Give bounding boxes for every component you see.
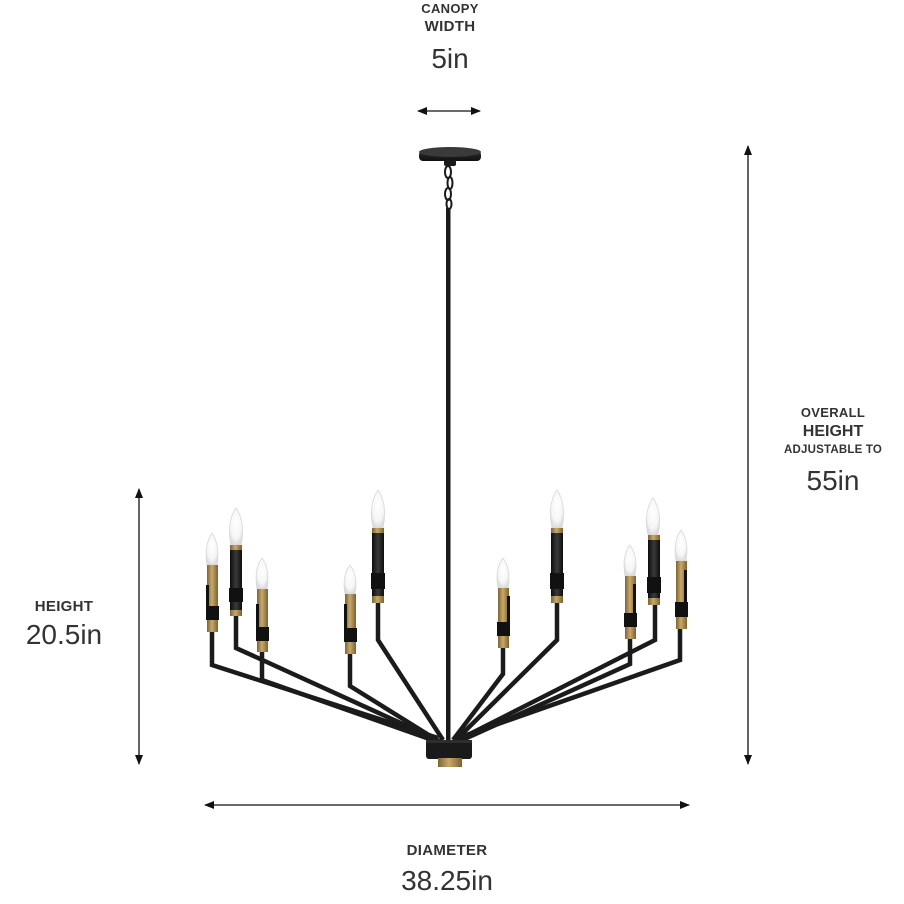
height-caption: HEIGHT <box>34 598 94 615</box>
canopy-width-label: CANOPY WIDTH 5in <box>390 0 510 76</box>
candle-l4 <box>343 564 357 654</box>
canopy-width-caption-2: WIDTH <box>424 18 476 35</box>
candle-r4 <box>550 489 564 603</box>
canopy <box>419 147 481 210</box>
diameter-caption: DIAMETER <box>406 842 488 859</box>
candle-l3 <box>255 557 269 652</box>
candle-l5 <box>371 489 385 603</box>
candle-l2 <box>229 507 243 616</box>
center-hub <box>426 740 472 767</box>
candle-r3 <box>623 544 637 639</box>
height-label: HEIGHT 20.5in <box>4 598 124 652</box>
candle-r1 <box>674 529 688 629</box>
overall-height-value: 55in <box>806 465 860 496</box>
height-value: 20.5in <box>25 619 103 650</box>
candle-l1 <box>205 532 219 632</box>
diameter-value: 38.25in <box>401 865 493 896</box>
arms <box>209 603 683 745</box>
candle-r2 <box>646 497 661 605</box>
overall-height-caption-3: ADJUSTABLE TO <box>783 444 882 456</box>
overall-height-label: OVERALL HEIGHT ADJUSTABLE TO 55in <box>768 404 898 498</box>
candle-r5 <box>496 557 510 648</box>
overall-height-caption-1: OVERALL <box>800 405 866 420</box>
overall-height-caption-2: HEIGHT <box>802 423 864 440</box>
downrod <box>446 208 451 743</box>
canopy-width-caption-1: CANOPY <box>421 1 479 16</box>
canopy-width-value: 5in <box>431 43 469 74</box>
diameter-label: DIAMETER 38.25in <box>372 842 522 898</box>
